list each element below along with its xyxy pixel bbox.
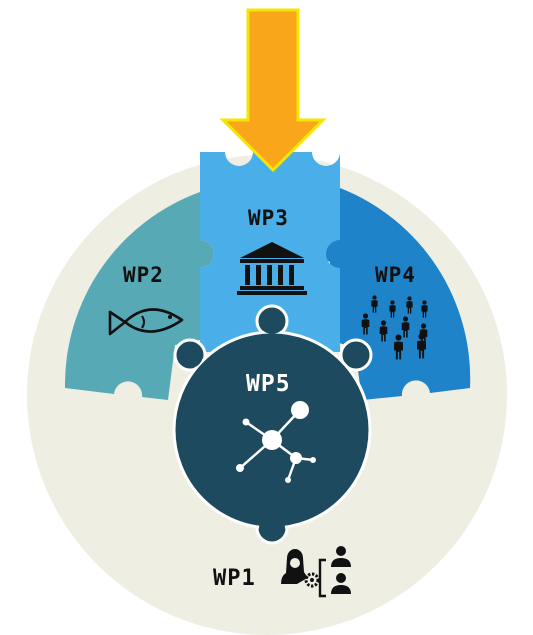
- wp2-label: WP2: [123, 263, 164, 287]
- network-nodes-icon: [236, 401, 316, 483]
- fish-icon: [108, 308, 184, 336]
- wp3-label: WP3: [248, 206, 289, 230]
- wp2-segment: [64, 192, 215, 400]
- wp4-label: WP4: [375, 263, 416, 287]
- manager-gear-icon: [281, 549, 320, 588]
- team-members-icon: [318, 546, 351, 598]
- institution-building-icon: [237, 242, 307, 295]
- wp5-label: WP5: [246, 371, 291, 397]
- wp1-label: WP1: [213, 566, 256, 591]
- input-arrow: [219, 8, 327, 173]
